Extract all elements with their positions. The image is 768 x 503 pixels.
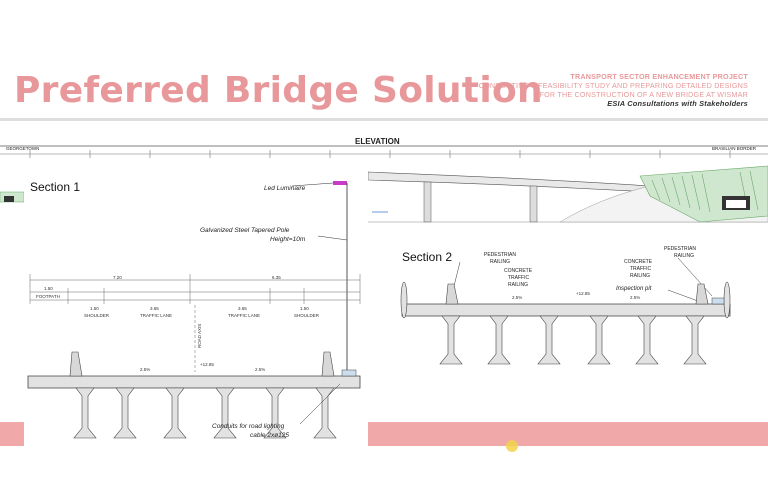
pole-label-1: Galvanized Steel Tapered Pole <box>200 227 290 234</box>
shoulder-dim-left: 1.50 <box>90 306 99 311</box>
concrete-railing-right-2: TRAFFIC <box>630 266 651 272</box>
project-header: TRANSPORT SECTOR ENHANCEMENT PROJECT CON… <box>479 72 748 108</box>
pedestrian-railing-left-1: PEDESTRIAN <box>484 252 516 258</box>
footpath-label: FOOTPATH <box>36 294 60 299</box>
header-line-1: TRANSPORT SECTOR ENHANCEMENT PROJECT <box>570 72 748 81</box>
conduits-label-1: Conduits for road lighting <box>212 423 285 430</box>
lane-dim-right: 3.65 <box>238 306 247 311</box>
conduits-label-2: cable 2xø125 <box>250 432 289 439</box>
shoulder-dim-right: 1.50 <box>300 306 309 311</box>
s2-elev: +12.85 <box>576 291 590 296</box>
s2-slope-right: 2.5% <box>630 295 640 300</box>
concrete-railing-left-2: TRAFFIC <box>508 275 529 281</box>
concrete-railing-left-1: CONCRETE <box>504 268 533 274</box>
concrete-railing-left-3: RAILING <box>508 282 528 288</box>
section-2-panel: Section 2 PEDESTRIAN RAILING CONCRETE TR… <box>400 246 731 365</box>
slope-label-left: 2.5% <box>140 367 150 372</box>
header-line-2: CONDUCTING A FEASIBILITY STUDY AND PREPA… <box>478 81 748 90</box>
elevation-left-label: GEORGETOWN <box>6 146 39 151</box>
shoulder-label-left: SHOULDER <box>84 313 110 318</box>
elevation-view: ELEVATION GEORGETOWN BRASILIAN BORDER <box>0 137 768 223</box>
traffic-lane-right: TRAFFIC LANE <box>228 313 260 318</box>
road-axis-label: ROAD AXIS <box>197 324 202 348</box>
dim-footpath: 1.50 <box>44 286 53 291</box>
header-line-3: FOR THE CONSTRUCTION OF A NEW BRIDGE AT … <box>539 90 748 99</box>
slope-label-right: 2.5% <box>255 367 265 372</box>
elevation-mark: +12.85 <box>200 362 214 367</box>
bridge-drawing: ELEVATION GEORGETOWN BRASILIAN BORDER <box>0 137 768 452</box>
pole-label-2: Height=10m <box>270 236 306 243</box>
bottom-band-right <box>368 422 768 446</box>
dim-total-right: 6.35 <box>272 275 281 280</box>
pedestrian-railing-right-1: PEDESTRIAN <box>664 246 696 252</box>
header-rule <box>0 118 768 121</box>
led-luminaire-label: Led Luminaire <box>264 185 306 192</box>
header-line-4: ESIA Consultations with Stakeholders <box>607 99 748 108</box>
elevation-title: ELEVATION <box>355 137 400 146</box>
shoulder-label-right: SHOULDER <box>294 313 320 318</box>
section-1-panel: Section 1 Led Luminaire Galvanized Steel… <box>24 170 368 440</box>
pedestrian-railing-right-2: RAILING <box>674 253 694 259</box>
concrete-railing-right-3: RAILING <box>630 273 650 279</box>
section-2-label: Section 2 <box>402 250 452 264</box>
inspection-pit-label: Inspection pit <box>616 286 652 292</box>
elevation-right-label: BRASILIAN BORDER <box>712 146 757 151</box>
slide-title: Preferred Bridge Solution <box>14 70 543 111</box>
pedestrian-railing-left-2: RAILING <box>490 259 510 265</box>
s2-slope-left: 2.5% <box>512 295 522 300</box>
traffic-lane-left: TRAFFIC LANE <box>140 313 172 318</box>
concrete-railing-right-1: CONCRETE <box>624 259 653 265</box>
dim-total-left: 7.20 <box>113 275 122 280</box>
bottom-band-left <box>0 422 24 446</box>
section-1-label: Section 1 <box>30 180 80 194</box>
lane-dim-left: 3.65 <box>150 306 159 311</box>
